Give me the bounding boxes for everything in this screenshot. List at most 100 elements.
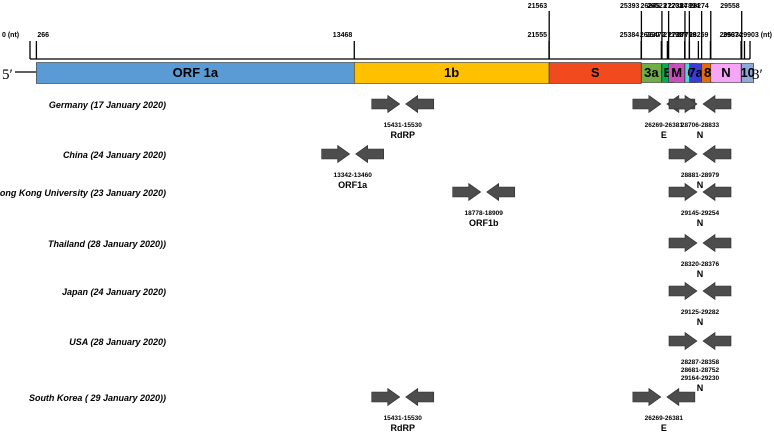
axis-tick-label: 13468 xyxy=(333,32,353,39)
forward-primer-arrow xyxy=(668,94,698,114)
amplicon-range-label: 26269-26381 xyxy=(645,415,684,422)
gene-map: ORF 1a1bS3aEM67a8N10 xyxy=(36,62,755,84)
axis-tick-label: 25384 xyxy=(620,32,640,39)
reverse-primer-arrow xyxy=(702,144,732,164)
lab-label: China (24 January 2020) xyxy=(63,150,166,160)
amplicon-range-label: 29145-29254 xyxy=(681,210,720,217)
target-gene-label: N xyxy=(697,269,704,279)
gene-label: 10 xyxy=(740,65,754,80)
amplicon-range-label: 26269-26381 xyxy=(645,122,684,129)
forward-primer-arrow xyxy=(632,94,662,114)
target-gene-label: ORF1a xyxy=(338,180,368,190)
gene-label: 1b xyxy=(444,65,459,80)
assay-row: Germany (17 January 2020) 15431-15530RdRP… xyxy=(49,94,732,140)
amplicon-range-label: 28681-28752 xyxy=(681,367,720,374)
target-gene-label: N xyxy=(697,383,704,393)
target-gene-label: E xyxy=(661,130,667,140)
gene-label: 8 xyxy=(704,65,711,80)
amplicon-range-label: 13342-13460 xyxy=(334,172,373,179)
axis-tick-label: 29558 xyxy=(720,3,740,10)
forward-primer-arrow xyxy=(371,94,401,114)
amplicon-range-label: 28320-28376 xyxy=(681,261,720,268)
target-gene-label: N xyxy=(697,218,704,228)
gene-label: ORF 1a xyxy=(173,65,219,80)
forward-primer-arrow xyxy=(668,144,698,164)
amplicon-range-label: 15431-15530 xyxy=(384,415,423,422)
amplicon-range-label: 18778-18909 xyxy=(465,210,504,217)
axis-tick-label: 27759 xyxy=(677,32,697,39)
axis-tick-label: 21563 xyxy=(528,3,548,10)
gene-label: S xyxy=(591,65,600,80)
lab-label: Hong Kong University (23 January 2020) xyxy=(0,188,166,198)
axis-tick-label: 27202 xyxy=(663,3,683,10)
target-gene-label: RdRP xyxy=(390,130,415,140)
lab-label: Japan (24 January 2020) xyxy=(62,287,166,297)
axis-tick-label: 29533 xyxy=(720,32,740,39)
assay-row: South Korea ( 29 January 2020)) 15431-155… xyxy=(29,387,696,432)
gene-label: E xyxy=(664,65,673,80)
gene-label: 7a xyxy=(688,65,703,80)
axis-tick-label: 27384 xyxy=(668,3,688,10)
axis-tick-label: 26472 xyxy=(646,32,666,39)
lab-label: Germany (17 January 2020) xyxy=(49,100,166,110)
lab-label: South Korea ( 29 January 2020)) xyxy=(29,393,166,403)
amplicon-range-label: 29164-29230 xyxy=(681,375,720,382)
reverse-primer-arrow xyxy=(405,94,435,114)
forward-primer-arrow xyxy=(371,387,401,407)
gene-label: M xyxy=(671,65,682,80)
forward-primer-arrow xyxy=(321,144,351,164)
forward-primer-arrow xyxy=(452,182,482,202)
axis-tick-label: 28259 xyxy=(689,32,709,39)
three-prime-label: 3′ xyxy=(752,67,763,83)
forward-primer-arrow xyxy=(668,331,698,351)
axis-tick-label: 27191 xyxy=(663,32,683,39)
axis-tick-label: 27894 xyxy=(680,3,700,10)
forward-primer-arrow xyxy=(668,233,698,253)
axis-tick-label: 28274 xyxy=(689,3,709,10)
reverse-primer-arrow xyxy=(702,281,732,301)
lab-label: USA (28 January 2020) xyxy=(69,337,166,347)
target-gene-label: N xyxy=(697,130,704,140)
reverse-primer-arrow xyxy=(666,387,696,407)
target-gene-label: RdRP xyxy=(390,423,415,432)
reverse-primer-arrow xyxy=(702,233,732,253)
gene-label: 3a xyxy=(644,65,659,80)
reverse-primer-arrow xyxy=(702,94,732,114)
reverse-primer-arrow xyxy=(702,182,732,202)
five-prime-label: 5′ xyxy=(2,67,13,83)
amplicon-range-label: 15431-15530 xyxy=(384,122,423,129)
gene-block-10 xyxy=(741,63,754,83)
target-gene-label: ORF1b xyxy=(469,218,499,228)
target-gene-label: E xyxy=(661,423,667,432)
amplicon-range-label: 28881-28979 xyxy=(681,172,720,179)
target-gene-label: N xyxy=(697,317,704,327)
amplicon-range-label: 28706-28833 xyxy=(681,122,720,129)
axis-tick-label: 0 (nt) xyxy=(2,32,19,39)
gene-block-3a xyxy=(641,63,662,83)
axis-tick-label: 29903 (nt) xyxy=(739,32,772,39)
reverse-primer-arrow xyxy=(355,144,384,164)
forward-primer-arrow xyxy=(668,281,698,301)
axis-tick-label: 25393 xyxy=(620,3,640,10)
axis-tick-label: 21555 xyxy=(528,32,548,39)
reverse-primer-arrow xyxy=(702,331,732,351)
assay-row: Hong Kong University (23 January 2020) 18… xyxy=(0,182,732,228)
reverse-primer-arrow xyxy=(486,182,516,202)
gene-label: N xyxy=(721,65,730,80)
axis-tick-label: 26220 xyxy=(640,32,660,39)
axis-tick-label: 27387 xyxy=(668,32,688,39)
forward-primer-arrow xyxy=(668,182,698,202)
reverse-primer-arrow xyxy=(405,387,435,407)
forward-primer-arrow xyxy=(632,387,662,407)
amplicon-range-label: 29125-29282 xyxy=(681,309,720,316)
axis-tick-label: 29674 xyxy=(723,32,743,39)
axis-tick-label: 26245 xyxy=(640,3,660,10)
axis-tick-label: 266 xyxy=(37,32,49,39)
amplicon-range-label: 28287-28358 xyxy=(681,359,720,366)
assay-row: USA (28 January 2020) 28287-2835828681-28… xyxy=(69,331,732,393)
